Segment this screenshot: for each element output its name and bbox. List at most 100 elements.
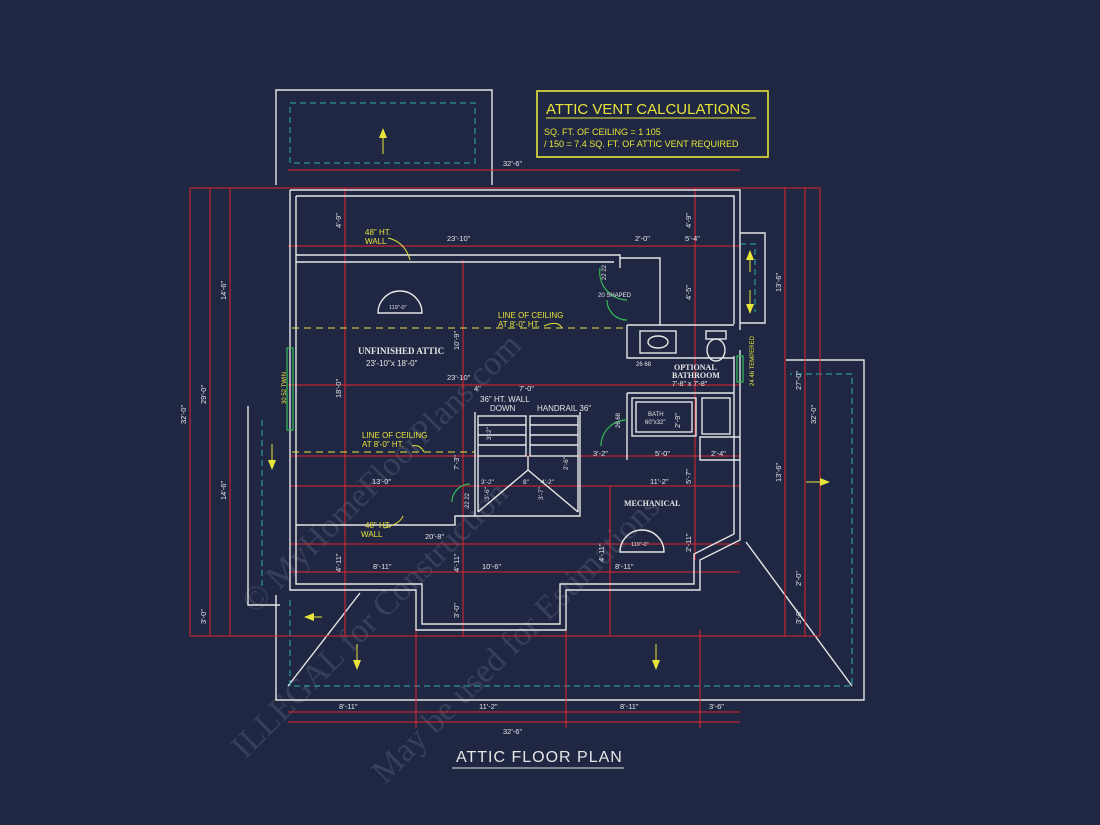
unfinished-attic-size: 23'-10"x 18'-0": [366, 359, 418, 368]
dim-3-0-left: 3'-0": [199, 609, 208, 624]
dim-23-10-b: 23'-10": [447, 373, 471, 382]
wall48-note-top: 48" HT.: [365, 228, 391, 237]
dim-8-11-c: 8'-11": [339, 702, 358, 711]
dim-stair-2-6: 2'-6": [563, 456, 570, 470]
stair-note: 36" HT. WALL: [480, 395, 530, 404]
dim-13-6-top: 13'-6": [774, 273, 783, 292]
dim-13-6-bottom: 13'-6": [774, 463, 783, 482]
bath-size: 60"x32": [645, 420, 666, 426]
dim-2-0: 2'-0": [635, 234, 650, 243]
door-2668-label-b: 26 68: [616, 412, 622, 428]
dim-20-8: 20'-8": [425, 532, 444, 541]
ceiling-note-top-b: AT 8'-0" HT.: [498, 320, 540, 329]
dim-11-2: 11'-2": [650, 477, 669, 486]
vent-title: ATTIC VENT CALCULATIONS: [546, 101, 750, 118]
dim-2-11: 2'-11": [684, 533, 693, 552]
dim-10-6: 10'-6": [482, 562, 501, 571]
wall48-note-top-b: WALL: [365, 237, 387, 246]
dim-14-6-bottom: 14'-6": [219, 481, 228, 500]
optional-bath-label: OPTIONAL: [674, 363, 717, 372]
room-labels: UNFINISHED ATTIC 23'-10"x 18'-0" OPTIONA…: [358, 346, 720, 508]
staircase: [477, 415, 579, 513]
dim-8-11-d: 8'-11": [620, 702, 639, 711]
dim-4-9-right: 4'-9": [684, 213, 693, 228]
dim-4-11-a: 4'-11": [334, 553, 343, 572]
dimension-labels: 32'-6" 23'-10" 23'-10" 2'-0" 5'-4" 4'-9"…: [179, 159, 818, 736]
dim-3-0-right: 3'-0": [794, 609, 803, 624]
door-2668-label: 26 68: [636, 362, 652, 368]
vent-calculation-box: ATTIC VENT CALCULATIONS SQ. FT. OF CEILI…: [536, 90, 769, 158]
plan-title: ATTIC FLOOR PLAN: [456, 749, 623, 766]
dim-3-0-mid: 3'-0": [452, 603, 461, 618]
window-twin-label: 30 52 TWIN: [282, 372, 288, 404]
ceiling-note-bottom: LINE OF CEILING: [362, 431, 427, 440]
mechanical-label: MECHANICAL: [624, 499, 680, 508]
dim-8-11-a: 8'-11": [373, 562, 392, 571]
dim-13-0: 13'-0": [372, 477, 391, 486]
dim-5-7: 5'-7": [684, 469, 693, 484]
dim-2-9: 2'-9": [673, 413, 682, 428]
door-20shaped-label: 20 SHAPED: [598, 293, 632, 299]
dim-29-0: 29'-0": [199, 385, 208, 404]
vent-line1: SQ. FT. OF CEILING = 1 105: [544, 127, 661, 137]
dim-stair-3-2: 3'-2": [481, 479, 495, 486]
dim-2-4: 2'-4": [711, 449, 726, 458]
vent-top-label: 119"-0": [389, 305, 407, 311]
dim-stair-3-2-b: 3'-2": [486, 426, 493, 440]
dim-5-0: 5'-0": [655, 449, 670, 458]
dim-7-0: 7'-0": [519, 384, 534, 393]
handrail-note: HANDRAIL 36": [537, 404, 591, 413]
dim-32-0-right: 32'-0": [809, 405, 818, 424]
dim-bottom-total: 32'-6": [503, 727, 522, 736]
roof-outlines: [247, 89, 865, 701]
dim-27-0: 27'-0": [794, 371, 803, 390]
wall48-note-bottom: 48" HT.: [365, 521, 391, 530]
door-2222-label-b: 22 22: [465, 492, 471, 508]
vent-bottom-label: 119"-0": [631, 542, 649, 548]
dim-stair-4-2: 4'-2": [541, 479, 555, 486]
unfinished-attic-label: UNFINISHED ATTIC: [358, 346, 444, 356]
dim-32-0-left: 32'-0": [179, 405, 188, 424]
dim-4-11-c: 4'-11": [597, 543, 606, 562]
doors-windows: [286, 267, 744, 503]
bath-label: BATH: [648, 412, 664, 418]
dim-7-3: 7'-3": [452, 455, 461, 470]
door-2222-label: 22 22: [602, 264, 608, 280]
dim-10-9: 10'-9": [452, 331, 461, 350]
dim-4-11-b: 4'-11": [452, 553, 461, 572]
dim-4-5: 4'-5": [684, 285, 693, 300]
optional-bath-label-2: BATHROOM: [672, 371, 720, 380]
dim-18-0: 18'-0": [334, 379, 343, 398]
dim-5-4: 5'-4": [685, 234, 700, 243]
dim-4in: 4": [474, 384, 481, 393]
bathroom-fixtures: [631, 330, 731, 437]
watermark-line1: © MyHomeFloorPlans.com: [234, 326, 528, 620]
walls: [289, 189, 741, 631]
attic-vents: [377, 290, 665, 553]
stair-down: DOWN: [490, 404, 516, 413]
dim-14-6-top: 14'-6": [219, 281, 228, 300]
window-tempered-label: 24 46 TEMPERED: [750, 335, 756, 386]
dim-stair-8: 8": [523, 479, 530, 486]
roof-slope-arrows: [268, 128, 830, 670]
dim-11-2-b: 11'-2": [479, 702, 498, 711]
vent-line2: / 150 = 7.4 SQ. FT. OF ATTIC VENT REQUIR…: [544, 139, 739, 149]
notes: 48" HT. WALL 48" HT. WALL LINE OF CEILIN…: [282, 228, 756, 548]
dim-4-9-left: 4'-9": [334, 213, 343, 228]
optional-bath-size: 7'-8" x 7'-8": [672, 381, 708, 388]
wall48-note-bottom-b: WALL: [361, 530, 383, 539]
dim-3-2: 3'-2": [593, 449, 608, 458]
plan-title-group: ATTIC FLOOR PLAN: [452, 749, 624, 769]
ceiling-note-top: LINE OF CEILING: [498, 311, 563, 320]
dim-23-10: 23'-10": [447, 234, 471, 243]
dim-3-6: 3'-6": [709, 702, 724, 711]
watermark-line3: May be used for Estimations: [364, 488, 667, 791]
ceiling-note-bottom-b: AT 8'-0" HT.: [362, 440, 404, 449]
dim-8-11-b: 8'-11": [615, 562, 634, 571]
dim-stair-3-6: 3'-6": [484, 486, 491, 500]
dim-2-0-right: 2'-0": [794, 571, 803, 586]
dim-top-total: 32'-6": [503, 159, 522, 168]
dim-stair-3-7: 3'-7": [538, 486, 545, 500]
ceiling-lines: [292, 327, 626, 453]
